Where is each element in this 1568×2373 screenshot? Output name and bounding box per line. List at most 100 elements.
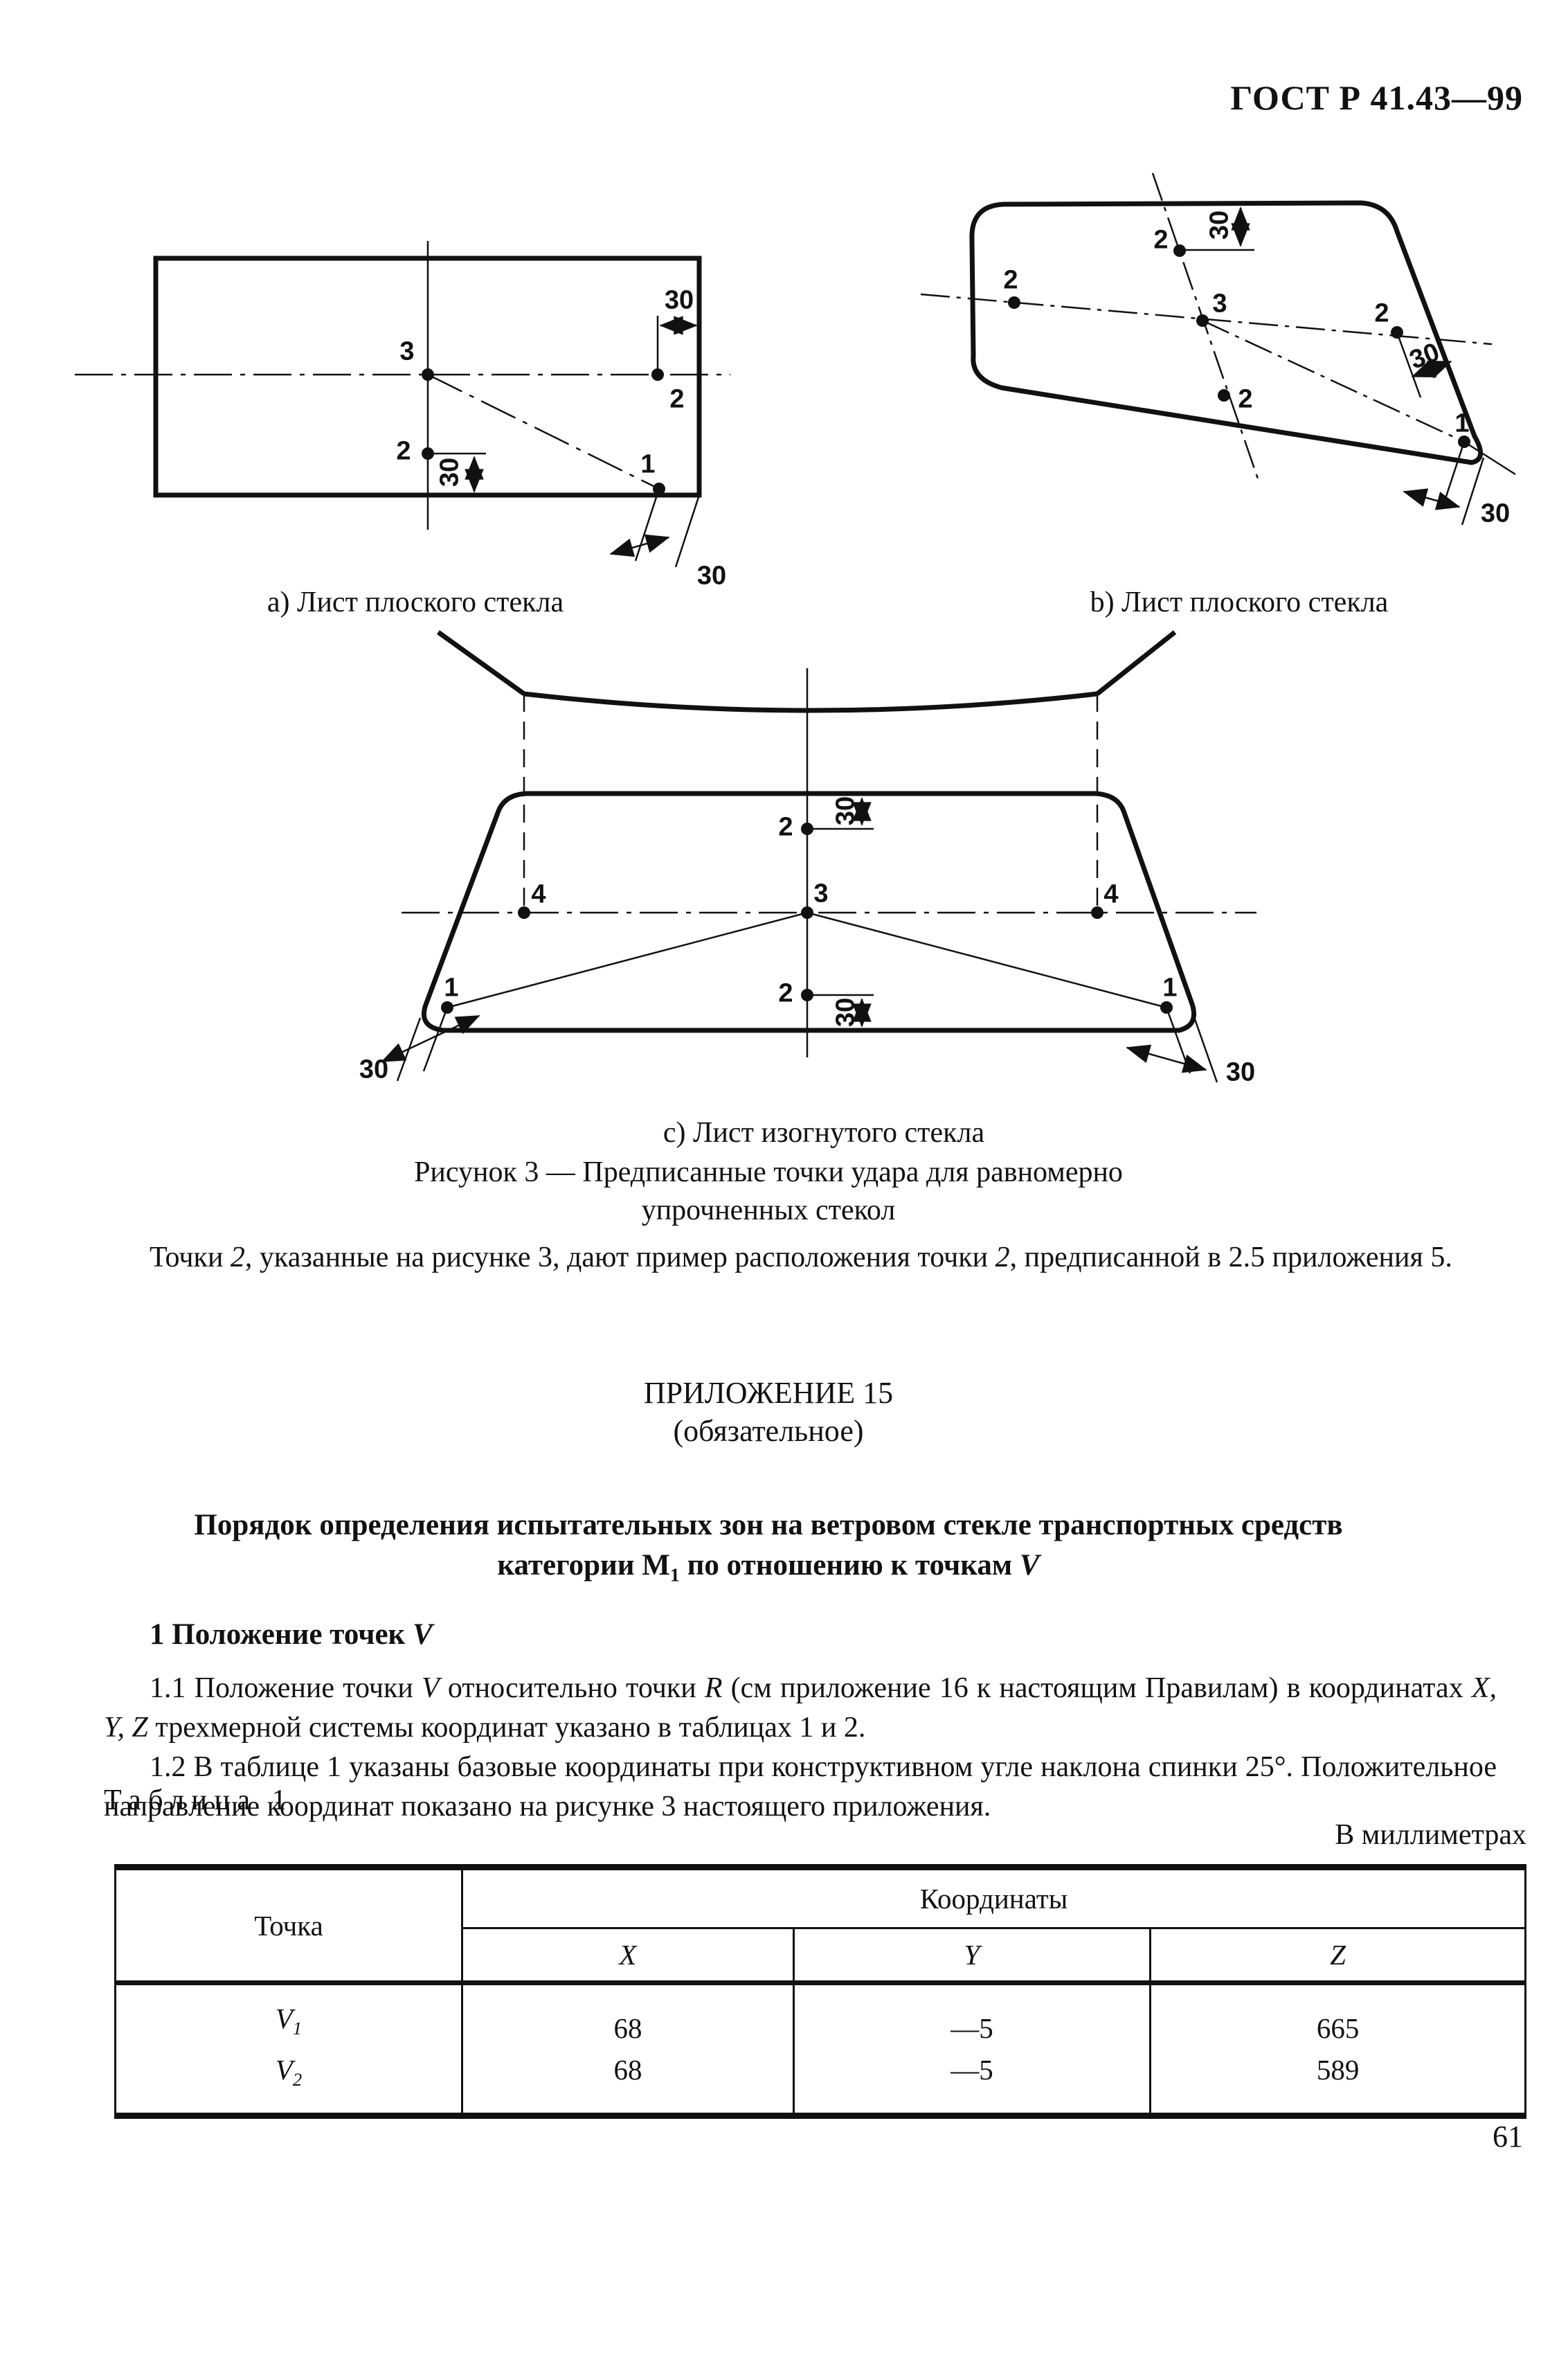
figure-caption-line1: Рисунок 3 — Предписанные точки удара для… xyxy=(414,1156,1123,1188)
impact-point-2 xyxy=(801,989,813,1001)
dim-arrow xyxy=(381,1014,480,1063)
cell-z: 665 589 xyxy=(1149,1982,1526,2116)
impact-point-2 xyxy=(1008,296,1020,309)
dim-label-30: 30 xyxy=(359,1055,389,1084)
dim-label-30: 30 xyxy=(1480,499,1511,528)
dim-slant-line xyxy=(634,488,660,562)
glass-outline xyxy=(421,791,1197,1033)
page-number: 61 xyxy=(1493,2120,1523,2153)
impact-point-2 xyxy=(1218,389,1230,402)
col-header-z: Z xyxy=(1149,1928,1526,1985)
impact-point-4 xyxy=(1091,906,1103,919)
impact-point-2 xyxy=(1391,326,1403,339)
paragraph-1-2: 1.2 В таблице 1 указаны базовые координа… xyxy=(104,1751,1497,1823)
impact-point-2 xyxy=(422,447,434,460)
point-label-2: 2 xyxy=(778,978,793,1008)
diagonal-line xyxy=(427,373,660,490)
diagonal-extension xyxy=(1463,440,1516,476)
point-label-1: 1 xyxy=(640,449,656,479)
point-label-4: 4 xyxy=(1103,879,1119,909)
flare-line-left xyxy=(436,630,526,696)
table-1-container: Точка Координаты X Y Z V1 V2 68 xyxy=(114,1864,1526,2119)
dim-slant-line xyxy=(1441,441,1466,510)
appendix-title-line2: категории М1 по отношению к точкам V xyxy=(497,1549,1040,1586)
glass-outline xyxy=(969,200,1483,465)
flat-glass-quad-diagram xyxy=(920,172,1516,526)
dim-label-30: 30 xyxy=(1205,210,1234,240)
appendix-heading: ПРИЛОЖЕНИЕ 15 (обязательное) xyxy=(104,1374,1433,1450)
point-label-4: 4 xyxy=(531,879,546,909)
point-v1: V1 xyxy=(275,2002,303,2039)
dim-label-30: 30 xyxy=(696,561,727,591)
dim-arrow xyxy=(1126,1044,1207,1073)
point-label-2: 2 xyxy=(1238,384,1253,414)
impact-point-1 xyxy=(1458,436,1470,448)
dim-slant-line xyxy=(674,494,701,568)
dim-label-30: 30 xyxy=(831,997,860,1028)
line-3-to-1-left xyxy=(447,911,808,1009)
appendix-title-line1: Порядок определения испытательных зон на… xyxy=(194,1509,1343,1541)
col-header-y: Y xyxy=(792,1928,1152,1985)
curved-edge xyxy=(523,691,1098,713)
point-label-2: 2 xyxy=(669,384,685,414)
dim-extension-line xyxy=(1396,332,1422,398)
dim-label-30: 30 xyxy=(435,457,465,487)
point-label-1: 1 xyxy=(1454,409,1470,438)
flare-line-right xyxy=(1095,630,1177,696)
figure-caption-line2: упрочненных стекол xyxy=(641,1194,896,1226)
dim-arrow xyxy=(1403,488,1461,510)
col-header-x: X xyxy=(461,1928,795,1985)
impact-point-1 xyxy=(441,1001,453,1014)
section-1-heading: 1 Положение точек V xyxy=(150,1618,433,1651)
table-row: V1 V2 68 68 —5 —5 xyxy=(114,1982,1526,2116)
steep-center-line xyxy=(1151,172,1261,485)
impact-point-2 xyxy=(651,368,664,381)
point-label-1: 1 xyxy=(1162,973,1178,1003)
doc-code-header: ГОСТ Р 41.43—99 xyxy=(1230,78,1523,117)
col-header-coords: Координаты xyxy=(461,1867,1526,1929)
cell-point: V1 V2 xyxy=(114,1982,464,2116)
table-1-units: В миллиметрах xyxy=(1335,1819,1526,1851)
appendix-kind: (обязательное) xyxy=(673,1414,864,1448)
point-label-1: 1 xyxy=(444,973,459,1003)
figure-caption: Рисунок 3 — Предписанные точки удара для… xyxy=(104,1154,1433,1230)
impact-point-3 xyxy=(801,906,813,919)
point-label-2: 2 xyxy=(1374,298,1389,328)
caption-b: b) Лист плоского стекла xyxy=(1090,586,1389,618)
point-label-3: 3 xyxy=(399,337,415,366)
dim-arrow xyxy=(609,534,670,557)
appendix-title: Порядок определения испытательных зон на… xyxy=(104,1505,1433,1596)
flat-glass-rect-diagram xyxy=(75,241,730,568)
point-label-2: 2 xyxy=(1003,265,1018,295)
dim-label-30: 30 xyxy=(664,285,694,315)
appendix-number: ПРИЛОЖЕНИЕ 15 xyxy=(643,1376,894,1410)
dim-slant-line xyxy=(1193,1017,1218,1083)
impact-point-4 xyxy=(518,906,530,919)
paragraph-1-1: 1.1 Положение точки V относительно точки… xyxy=(104,1672,1497,1744)
curved-glass-diagram xyxy=(381,630,1256,1083)
cell-y: —5 —5 xyxy=(792,1982,1152,2116)
caption-a: а) Лист плоского стекла xyxy=(267,586,564,618)
impact-point-1 xyxy=(1160,1001,1173,1014)
point-label-3: 3 xyxy=(1212,289,1227,319)
caption-c: с) Лист изогнутого стекла xyxy=(663,1117,985,1149)
point-v2: V2 xyxy=(275,2054,303,2090)
impact-point-1 xyxy=(653,483,665,495)
dim-slant-line xyxy=(1461,457,1485,526)
table-1-label: Таблица 1 xyxy=(104,1784,294,1816)
note-paragraph: Точки 2, указанные на рисунке 3, дают пр… xyxy=(150,1242,1452,1273)
dim-label-30: 30 xyxy=(831,796,860,826)
impact-point-2 xyxy=(1173,244,1186,257)
impact-point-3 xyxy=(422,368,434,381)
impact-point-3 xyxy=(1196,314,1209,327)
dim-arrow xyxy=(1411,359,1452,379)
point-label-2: 2 xyxy=(1153,225,1169,255)
impact-point-2 xyxy=(801,823,813,835)
line-3-to-1-right xyxy=(806,911,1167,1009)
col-header-point: Точка xyxy=(114,1867,464,1985)
point-label-3: 3 xyxy=(813,879,829,908)
